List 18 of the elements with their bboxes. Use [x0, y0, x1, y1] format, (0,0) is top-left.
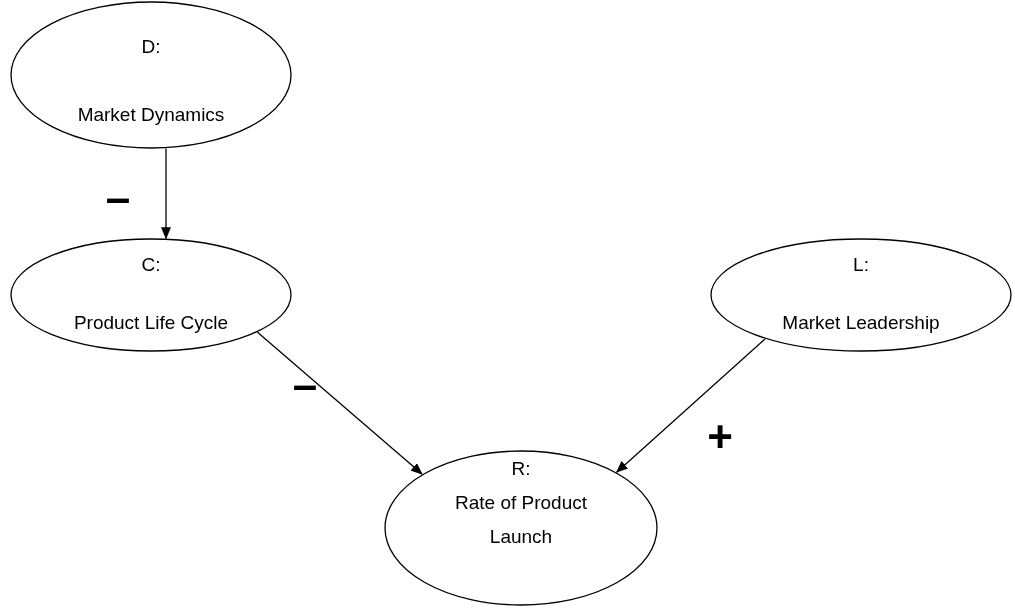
node-letter: D: — [140, 35, 162, 59]
arrow — [161, 147, 171, 240]
edge-label: – — [292, 363, 318, 407]
node-label: Product Life Cycle — [72, 311, 230, 335]
node-label: Rate of Product Launch — [454, 491, 588, 549]
node-label: Market Dynamics — [76, 103, 226, 127]
node-letter: C: — [140, 253, 162, 277]
edge-label: + — [707, 415, 733, 459]
ellipse-node — [384, 450, 658, 606]
node-letter: R: — [510, 457, 532, 481]
node-label: Market Leadership — [781, 311, 941, 335]
edge-label: – — [105, 176, 131, 220]
ellipse-node — [10, 1, 292, 149]
ellipse-node — [710, 238, 1012, 352]
arrow — [615, 338, 766, 473]
ellipse-node — [10, 238, 292, 352]
node-letter: L: — [852, 253, 870, 277]
arrow — [256, 331, 423, 475]
